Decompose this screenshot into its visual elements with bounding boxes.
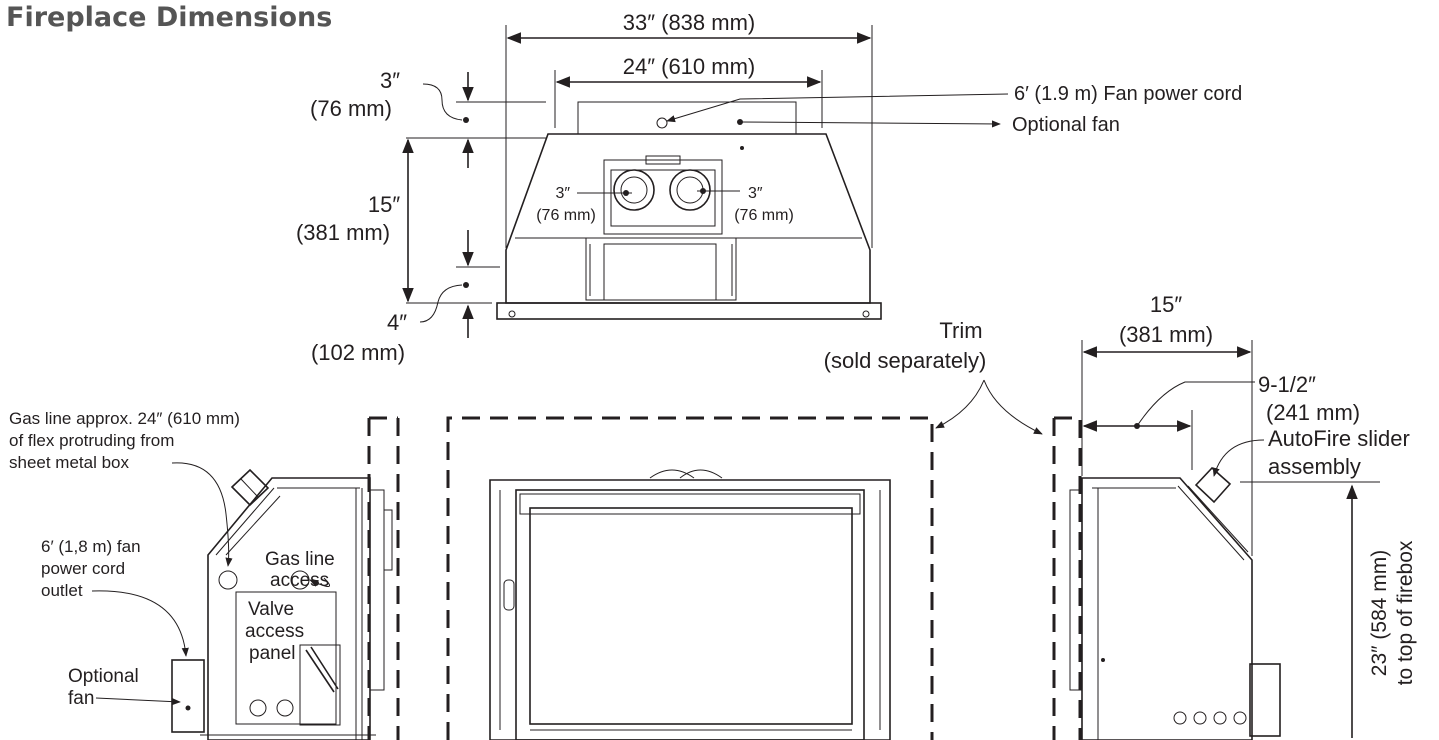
collar-offset-value: 9-1/2″ xyxy=(1258,372,1316,397)
fan-cord-label-3: outlet xyxy=(41,581,83,600)
optional-fan-label-2: fan xyxy=(68,688,94,709)
right-side-view: 15″ (381 mm) 9-1/2″ (241 mm) AutoFire sl… xyxy=(1052,292,1417,740)
left-vent-collar xyxy=(613,169,655,211)
autofire-label-2: assembly xyxy=(1268,454,1361,479)
vent-housing xyxy=(603,159,723,235)
front-view xyxy=(446,416,934,740)
left-side-view: Gas line approx. 24″ (610 mm) of flex pr… xyxy=(9,409,400,740)
trim-sold-separately-label: (sold separately) xyxy=(824,348,987,373)
depth-mm: (381 mm) xyxy=(296,220,390,245)
trim-callout: Trim (sold separately) xyxy=(824,318,1043,435)
gas-line-label-2: of flex protruding from xyxy=(9,431,174,450)
left-vent-collar-side xyxy=(230,468,270,507)
lower-panel xyxy=(585,237,737,301)
fan-width-label: 24″ (610 mm) xyxy=(623,54,756,79)
front-frame xyxy=(515,489,865,740)
overall-width-label: 33″ (838 mm) xyxy=(623,10,756,35)
left-collar-value: 3″ xyxy=(555,185,570,202)
optional-fan-label: Optional fan xyxy=(1012,114,1120,136)
fan-cord-outlet-hole xyxy=(218,570,238,590)
valve-label-3: panel xyxy=(249,643,296,664)
top-offset-mm: (76 mm) xyxy=(310,96,392,121)
right-collar-value: 3″ xyxy=(748,185,763,202)
optional-fan-label-1: Optional xyxy=(68,666,139,687)
valve-label-1: Valve xyxy=(248,599,294,620)
right-depth-value: 15″ xyxy=(1150,292,1182,317)
bottom-offset-value: 4″ xyxy=(387,310,407,335)
trim-label: Trim xyxy=(939,318,982,343)
left-collar-mm: (76 mm) xyxy=(536,207,596,224)
front-trim-outline xyxy=(446,416,934,740)
autofire-slider-assembly xyxy=(1194,466,1232,504)
gas-line-access-hole xyxy=(290,570,310,590)
bottom-offset-mm: (102 mm) xyxy=(311,340,405,365)
depth-value: 15″ xyxy=(368,192,400,217)
fan-cord-label-2: power cord xyxy=(41,559,125,578)
base-plate xyxy=(496,302,882,320)
right-side-body xyxy=(1081,477,1253,740)
right-collar-mm: (76 mm) xyxy=(734,207,794,224)
right-optional-fan-box xyxy=(1249,663,1281,737)
gas-line-label-1: Gas line approx. 24″ (610 mm) xyxy=(9,409,240,428)
gas-line-label-3: sheet metal box xyxy=(9,453,130,472)
left-optional-fan-box xyxy=(171,659,205,733)
height-label-1: 23″ (584 mm) xyxy=(1368,550,1391,676)
firebox-glass xyxy=(529,507,853,725)
fan-cord-label: 6′ (1.9 m) Fan power cord xyxy=(1014,83,1242,105)
top-offset-value: 3″ xyxy=(380,68,400,93)
valve-access-panel xyxy=(235,591,337,725)
gas-line-access-label-2: access xyxy=(270,570,329,591)
collar-offset-mm: (241 mm) xyxy=(1266,400,1360,425)
diagram-title: Fireplace Dimensions xyxy=(6,2,332,33)
valve-label-2: access xyxy=(245,621,304,642)
front-body xyxy=(489,479,891,740)
optional-fan-box xyxy=(577,101,797,135)
right-vent-collar xyxy=(669,169,711,211)
right-trim-outline-a xyxy=(1054,416,1082,740)
top-view: 33″ (838 mm) 24″ (610 mm) xyxy=(296,10,1242,365)
gas-line-access-label-1: Gas line xyxy=(265,549,335,570)
fan-cord-label-1: 6′ (1,8 m) fan xyxy=(41,537,141,556)
fan-cord-hole xyxy=(656,117,668,129)
right-depth-mm: (381 mm) xyxy=(1119,322,1213,347)
autofire-label-1: AutoFire slider xyxy=(1268,426,1410,451)
height-label-2: to top of firebox xyxy=(1394,540,1417,685)
